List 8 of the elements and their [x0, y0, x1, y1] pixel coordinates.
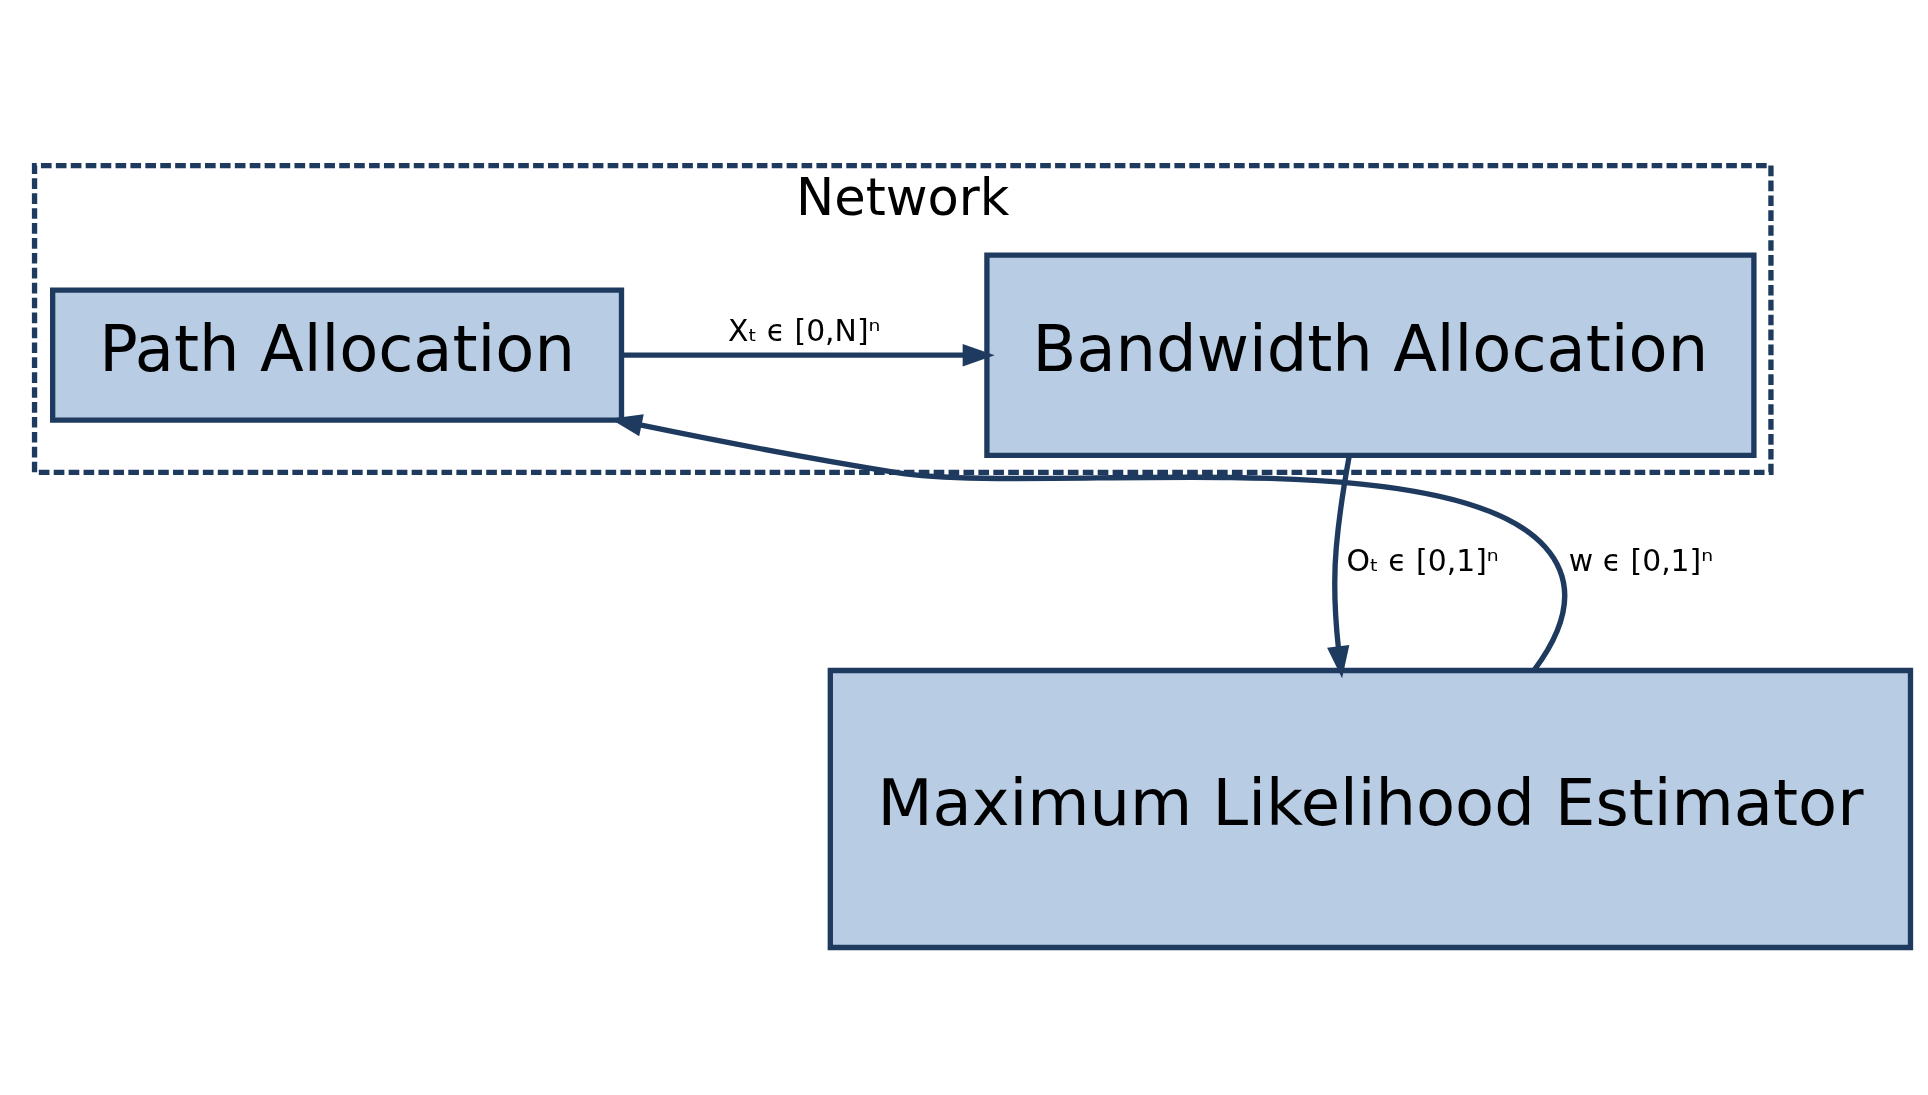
arrow: [1327, 455, 1352, 678]
arrow: [622, 343, 995, 366]
edge-label: w ϵ [0,1]ⁿ: [1568, 542, 1714, 578]
node-box: Bandwidth Allocation: [984, 251, 1757, 458]
edge-label: Xₜ ϵ [0,N]ⁿ: [728, 312, 881, 348]
node-box: Maximum Likelihood Estimator: [827, 667, 1914, 950]
node-box: Path Allocation: [50, 287, 625, 423]
edge-label: Oₜ ϵ [0,1]ⁿ: [1346, 542, 1499, 578]
